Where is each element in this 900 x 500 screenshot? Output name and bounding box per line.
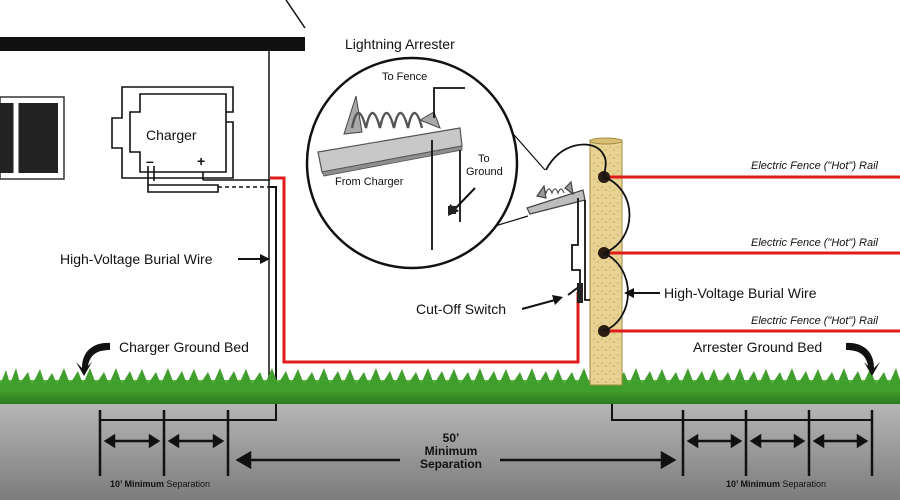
label-pointers: [238, 254, 660, 310]
fifty-foot-separation-line1: 50’: [442, 431, 460, 445]
ground-bed-arrows: [76, 342, 880, 376]
fifty-foot-separation-line2: Minimum: [424, 444, 478, 459]
from-charger-label: From Charger: [335, 176, 404, 188]
magnifier-circle: [305, 56, 519, 270]
ten-foot-separation-left-strong: 10’ Minimum: [110, 479, 165, 489]
cut-off-switch-label: Cut-Off Switch: [416, 301, 506, 317]
ten-foot-separation-label-left: 10’ Minimum Separation: [110, 480, 210, 489]
hot-rail-label-1: Electric Fence ("Hot") Rail: [751, 160, 879, 172]
charger-label: Charger: [146, 127, 197, 143]
small-lightning-arrester: [526, 180, 586, 215]
to-ground-label-line2: Ground: [466, 166, 503, 178]
lightning-arrester-title: Lightning Arrester: [345, 36, 455, 52]
fifty-foot-separation-line3: Separation: [419, 457, 482, 472]
high-voltage-burial-wire-label-right: High-Voltage Burial Wire: [664, 285, 817, 301]
house-roof: [0, 37, 305, 51]
separation-arrows: [103, 433, 869, 470]
arrester-wiring: [571, 198, 590, 301]
ten-foot-separation-label-right: 10’ Minimum Separation: [726, 480, 826, 489]
cut-off-switch: [567, 283, 583, 303]
grass: [0, 368, 900, 404]
hot-rail-label-2: Electric Fence ("Hot") Rail: [751, 237, 879, 249]
ten-foot-separation-right-strong: 10’ Minimum: [726, 479, 781, 489]
to-fence-label: To Fence: [382, 71, 428, 83]
hot-rails: [606, 175, 900, 333]
house-window: [0, 96, 65, 180]
ten-foot-separation-left-rest: Separation: [164, 479, 211, 489]
soil: [0, 398, 900, 500]
charger-minus-terminal: –: [146, 153, 154, 169]
charger-ground-rods: [98, 410, 230, 476]
to-ground-label-line1: To: [478, 153, 490, 165]
arrester-ground-bed-label: Arrester Ground Bed: [693, 339, 823, 355]
hot-burial-wire: [270, 176, 580, 364]
fifty-foot-separation-label: 50’ Minimum Separation: [410, 431, 492, 472]
charger-ground-wire: [100, 186, 277, 421]
charger-ground-bed-label: Charger Ground Bed: [119, 339, 249, 355]
charger-plus-terminal: +: [197, 153, 206, 169]
arrester-ground-rods: [681, 410, 874, 476]
charger-unit: [111, 86, 270, 193]
high-voltage-burial-wire-label-left: High-Voltage Burial Wire: [60, 251, 213, 267]
hot-rail-label-3: Electric Fence ("Hot") Rail: [751, 315, 879, 327]
ten-foot-separation-right-rest: Separation: [780, 479, 827, 489]
